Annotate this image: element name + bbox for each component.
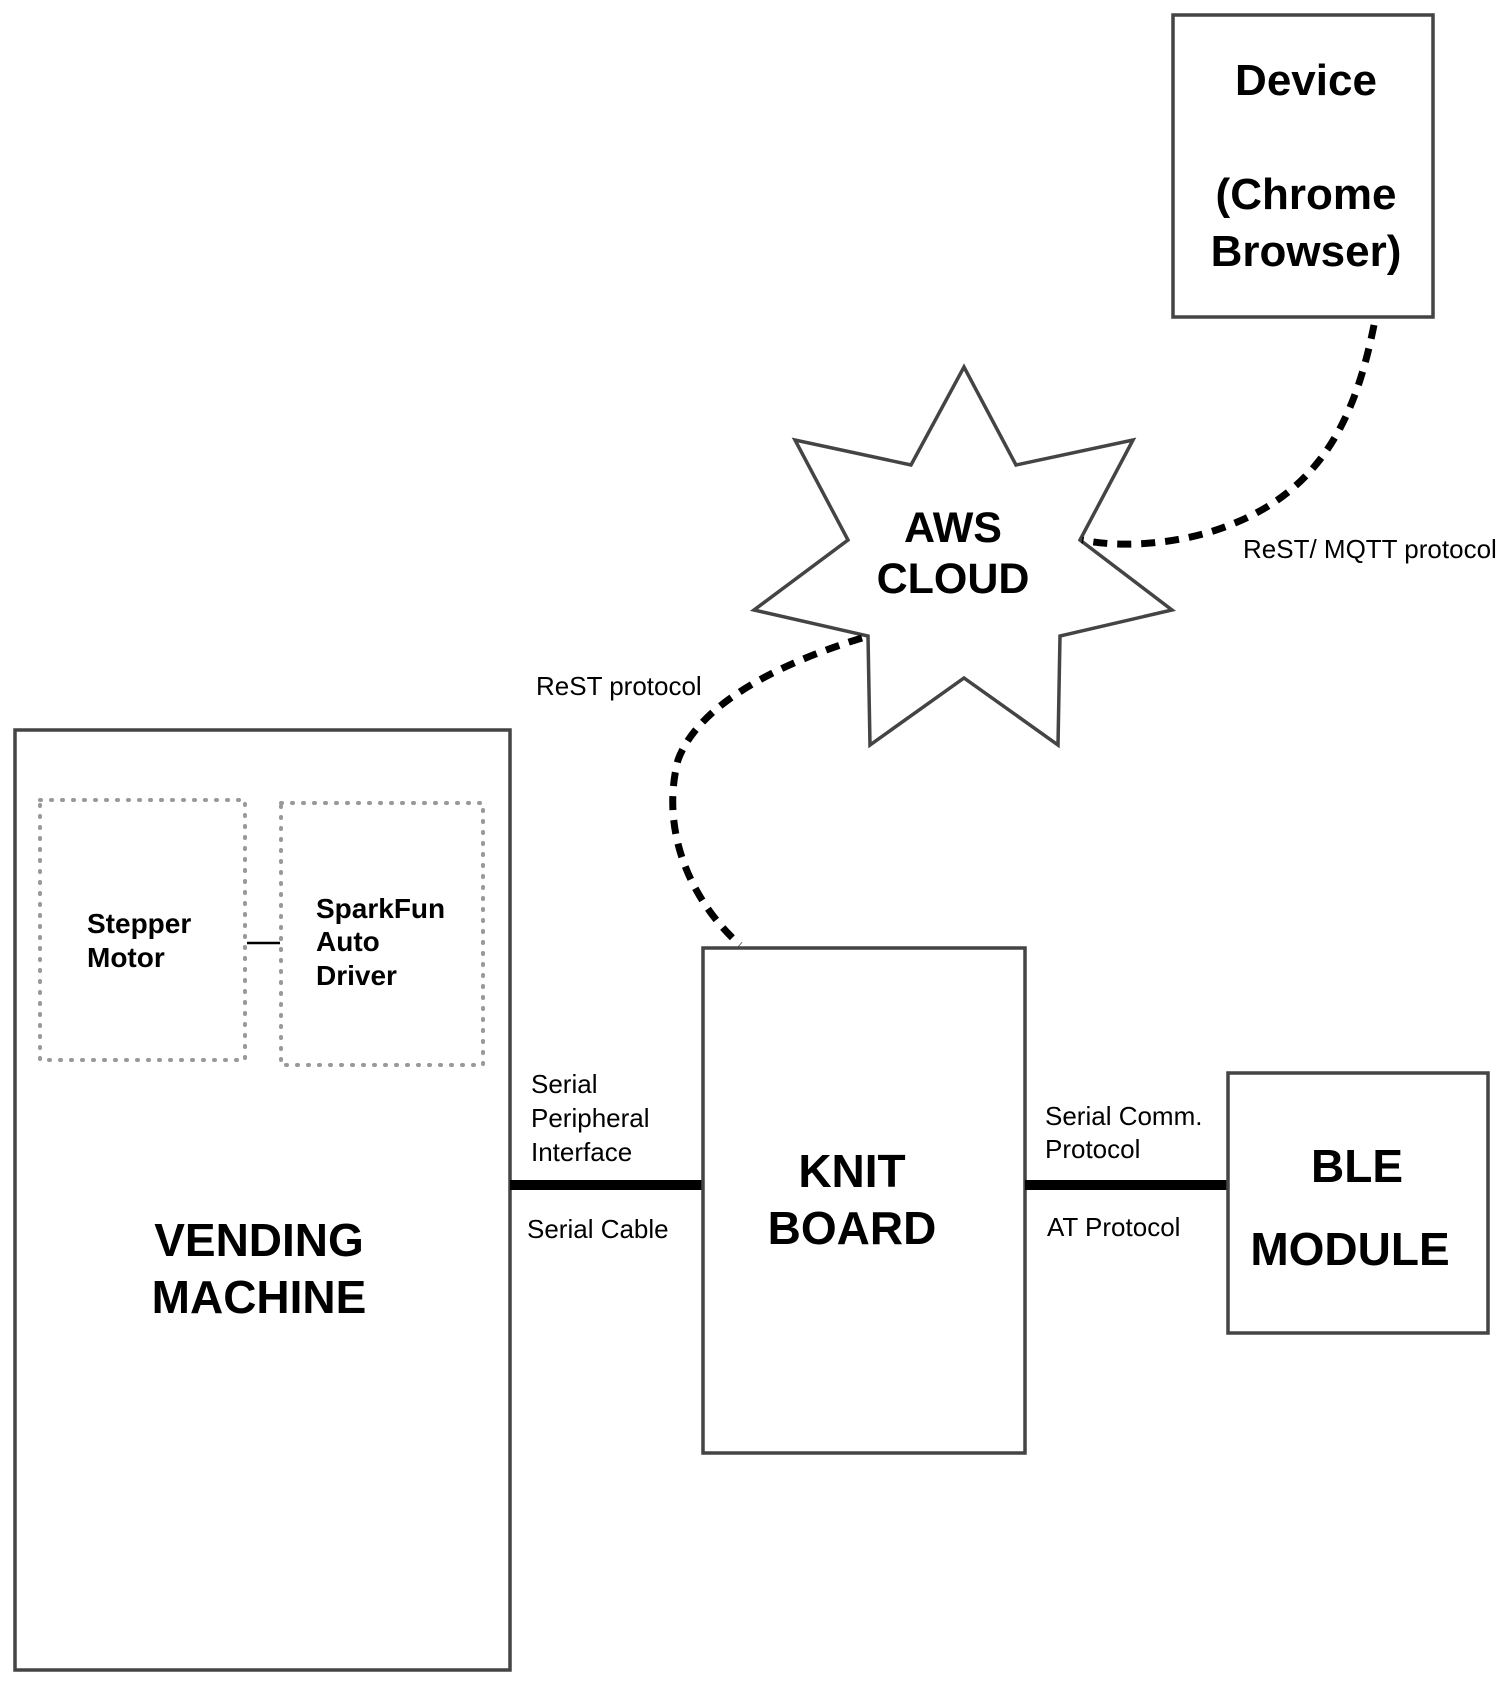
vending-machine-label-line2: MACHINE <box>152 1271 367 1323</box>
cloud-knit-connector-label: ReST protocol <box>536 671 702 701</box>
device-cloud-connector-label: ReST/ MQTT protocol <box>1243 534 1497 564</box>
vending-knit-label-line1: Serial <box>531 1069 597 1099</box>
knit-board-box <box>701 946 1027 1455</box>
ble-module-node: BLE MODULE <box>1226 1071 1490 1335</box>
device-cloud-connector <box>1081 324 1378 548</box>
knit-ble-label-below: AT Protocol <box>1047 1212 1180 1242</box>
device-label-line2: (Chrome <box>1216 170 1397 219</box>
device-node: Device (Chrome Browser) <box>1171 13 1435 319</box>
knit-board-label-line2: BOARD <box>768 1202 937 1254</box>
vending-knit-label-line3: Interface <box>531 1137 632 1167</box>
ble-module-label-line2: MODULE <box>1250 1223 1449 1275</box>
vending-machine-box <box>13 728 512 1672</box>
vending-machine-label-line1: VENDING <box>154 1214 364 1266</box>
vending-machine-node: Stepper Motor SparkFun Auto Driver VENDI… <box>13 728 512 1672</box>
vending-knit-label-below: Serial Cable <box>527 1214 669 1244</box>
aws-cloud-label-line2: CLOUD <box>877 555 1030 603</box>
knit-board-label-line1: KNIT <box>798 1145 905 1197</box>
device-label-line3: Browser) <box>1211 227 1402 276</box>
stepper-motor-label-line2: Motor <box>87 942 165 973</box>
ble-module-label-line1: BLE <box>1311 1140 1403 1192</box>
ble-module-box <box>1226 1071 1490 1335</box>
device-label-line1: Device <box>1235 56 1377 105</box>
sparkfun-driver-box <box>279 801 485 1067</box>
sparkfun-driver-label-line2: Auto <box>316 926 380 957</box>
aws-cloud-node: AWS CLOUD <box>749 363 1177 749</box>
stepper-motor-label-line1: Stepper <box>87 908 191 939</box>
sparkfun-driver-label-line1: SparkFun <box>316 893 445 924</box>
device-box <box>1171 13 1435 319</box>
vending-knit-label-line2: Peripheral <box>531 1103 650 1133</box>
cloud-knit-connector <box>669 634 864 948</box>
knit-ble-label-line2: Protocol <box>1045 1134 1140 1164</box>
sparkfun-driver-label-line3: Driver <box>316 960 397 991</box>
knit-board-node: KNIT BOARD <box>701 946 1027 1455</box>
aws-cloud-label-line1: AWS <box>904 504 1002 552</box>
knit-ble-label-line1: Serial Comm. <box>1045 1101 1202 1131</box>
aws-cloud-star <box>749 363 1177 749</box>
